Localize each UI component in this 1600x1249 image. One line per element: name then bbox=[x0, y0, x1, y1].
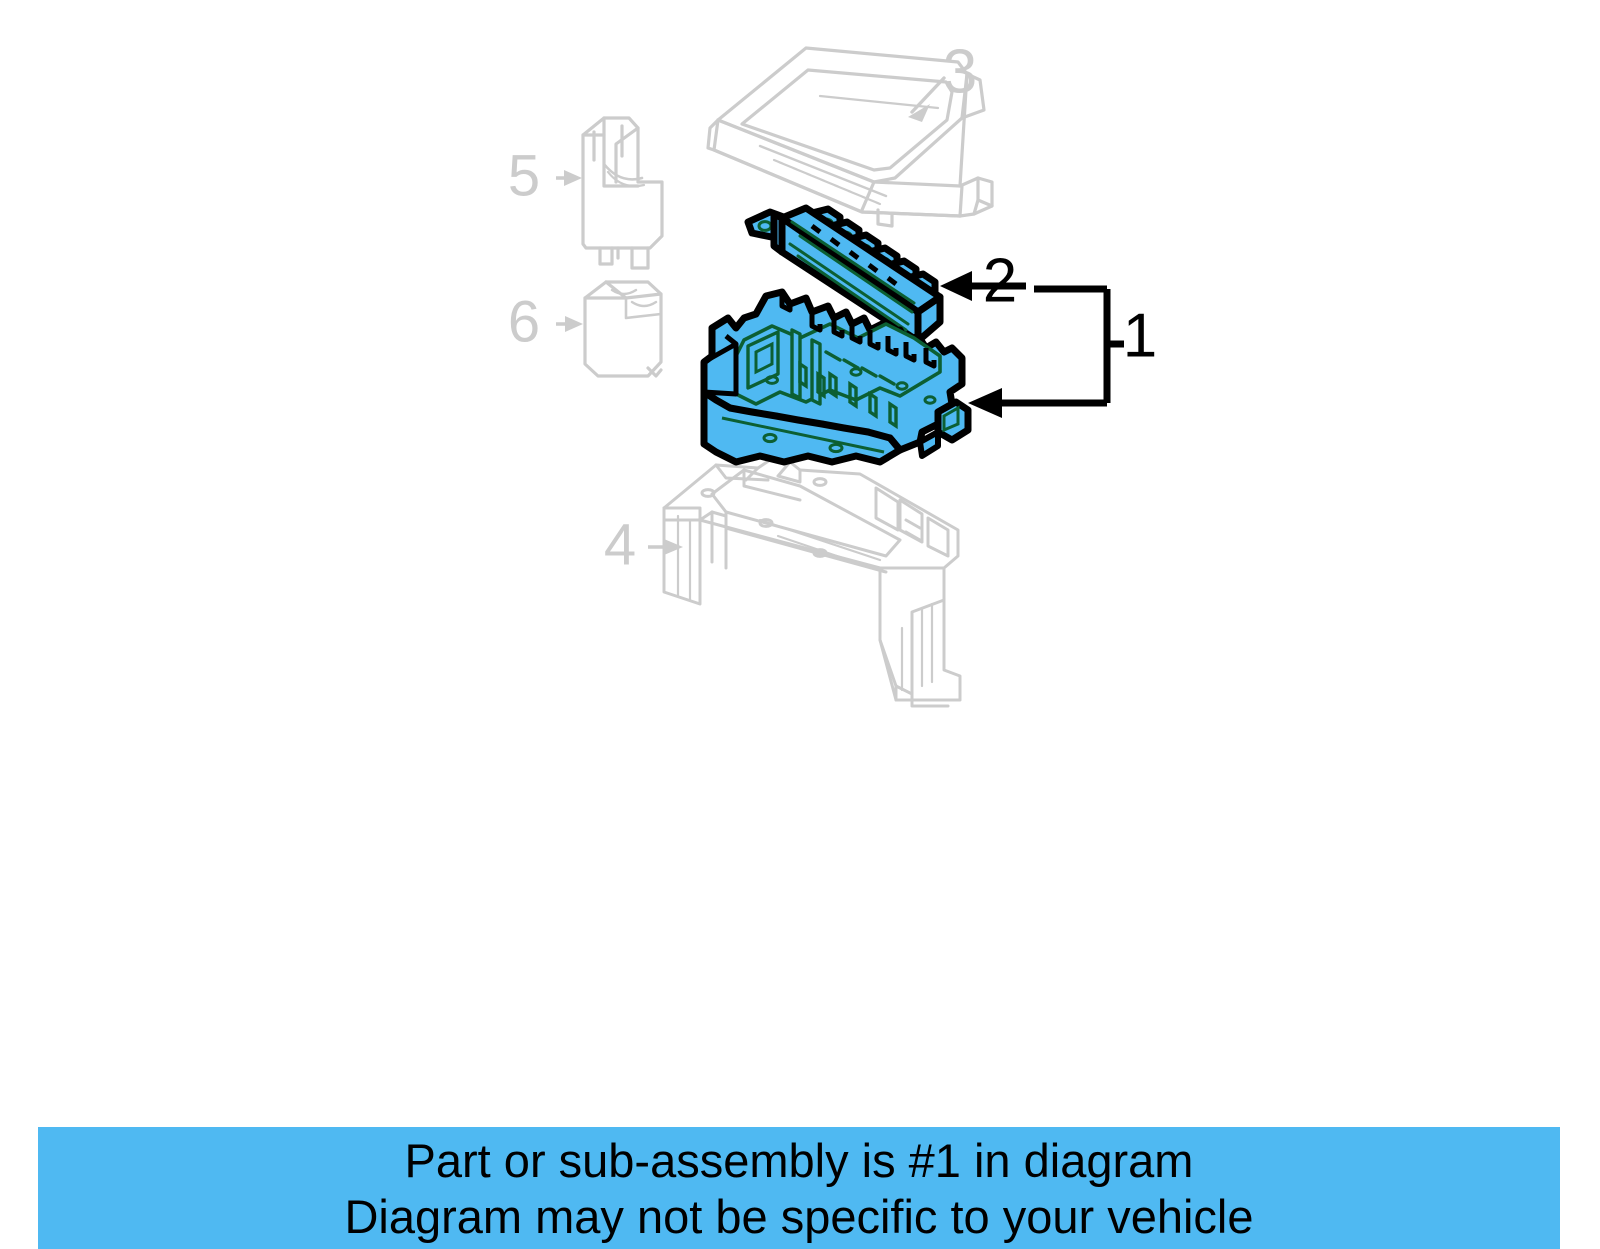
callout-5-label: 5 bbox=[508, 143, 540, 208]
callout-1-bracket bbox=[1000, 285, 1124, 407]
part-1-fuse-box-housing-base bbox=[700, 288, 972, 466]
disclaimer-line-2: Diagram may not be specific to your vehi… bbox=[344, 1190, 1254, 1243]
disclaimer-banner: Part or sub-assembly is #1 in diagram Di… bbox=[38, 1127, 1560, 1249]
callout-1-arrowhead bbox=[968, 388, 1002, 418]
part-4-mounting-bracket bbox=[662, 458, 962, 708]
callout-4-leader bbox=[648, 539, 683, 555]
callout-4-label: 4 bbox=[604, 512, 636, 577]
part-5-relay-module bbox=[581, 116, 664, 270]
callout-3-leader bbox=[908, 76, 946, 122]
callout-2-leader bbox=[940, 271, 1026, 301]
disclaimer-line-1: Part or sub-assembly is #1 in diagram bbox=[404, 1134, 1194, 1187]
part-3-fuse-box-cover bbox=[706, 46, 994, 228]
callout-2-label: 2 bbox=[983, 246, 1017, 315]
part-2-bus-bar-terminal-strip bbox=[744, 204, 944, 345]
callout-6-label: 6 bbox=[508, 289, 540, 354]
part-6-relay-block bbox=[583, 280, 663, 378]
callout-6-leader bbox=[556, 316, 583, 332]
callout-3-label: 3 bbox=[943, 37, 977, 106]
callout-5-leader bbox=[556, 170, 582, 186]
callout-1-label: 1 bbox=[1123, 301, 1157, 370]
